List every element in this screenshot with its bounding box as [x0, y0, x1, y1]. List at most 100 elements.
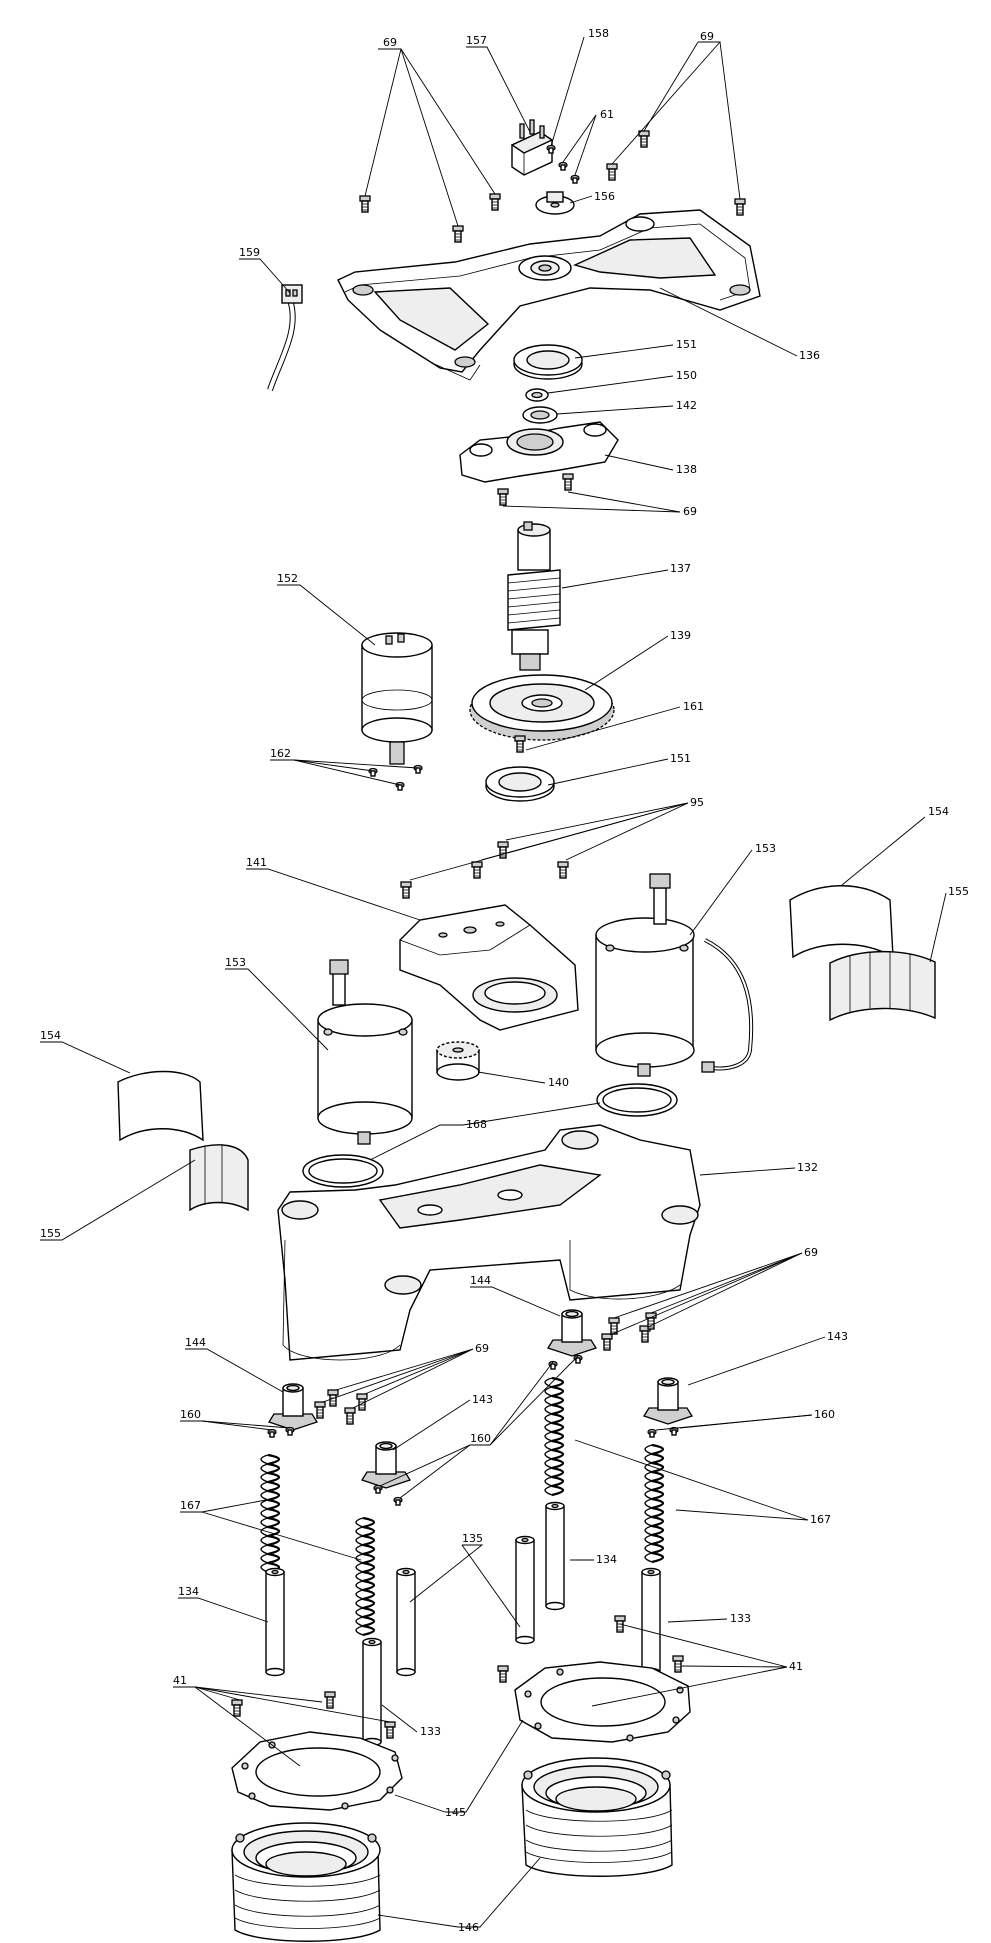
- spring-167-3: [544, 1376, 565, 1497]
- screw-69-6: [734, 198, 746, 216]
- worm-137: [507, 521, 561, 671]
- bearing-151-upper: [513, 344, 583, 380]
- screw-162-3: [395, 781, 405, 791]
- screw-69-11: [344, 1407, 356, 1425]
- screw-95-1: [400, 881, 412, 899]
- screw-69-7: [497, 488, 509, 506]
- screw-95-2: [471, 861, 483, 879]
- bracket-138: [459, 421, 619, 483]
- rod-134-left: [265, 1567, 285, 1677]
- callout-134: 134: [596, 1553, 617, 1566]
- screw-41-7: [672, 1655, 684, 1673]
- callout-168: 168: [466, 1118, 487, 1131]
- screw-160-2: [285, 1426, 295, 1436]
- rod-133-left: [362, 1637, 382, 1747]
- screw-161: [514, 735, 526, 753]
- callout-135: 135: [462, 1532, 483, 1545]
- magnet-155-right: [829, 950, 936, 1022]
- callout-41: 41: [789, 1660, 803, 1673]
- frame-136: [337, 209, 761, 381]
- rod-134-right: [545, 1501, 565, 1611]
- flange-145-right: [514, 1661, 691, 1743]
- callout-155: 155: [948, 885, 969, 898]
- callout-155: 155: [40, 1227, 61, 1240]
- callout-159: 159: [239, 246, 260, 259]
- magnet-154-right: [789, 885, 894, 959]
- callout-150: 150: [676, 369, 697, 382]
- callout-134: 134: [178, 1585, 199, 1598]
- bearing-151-lower: [485, 766, 555, 802]
- callout-141: 141: [246, 856, 267, 869]
- screw-69-8: [562, 473, 574, 491]
- callout-156: 156: [594, 190, 615, 203]
- callout-167: 167: [810, 1513, 831, 1526]
- magnet-155-left: [189, 1144, 249, 1212]
- screw-160-4: [393, 1496, 403, 1506]
- screw-41-3: [384, 1721, 396, 1739]
- callout-160: 160: [180, 1408, 201, 1421]
- callout-146: 146: [458, 1921, 479, 1934]
- motor-153-right: [595, 873, 754, 1077]
- plate-156: [535, 191, 575, 215]
- screw-160-1: [267, 1428, 277, 1438]
- bellows-146-right: [521, 1757, 673, 1877]
- switch-157: [510, 119, 554, 176]
- gasket-168-left: [302, 1154, 384, 1188]
- callout-133: 133: [420, 1725, 441, 1738]
- callout-137: 137: [670, 562, 691, 575]
- callout-142: 142: [676, 399, 697, 412]
- screw-69-4: [606, 163, 618, 181]
- screw-61a: [558, 161, 568, 171]
- screw-162-1: [368, 767, 378, 777]
- callout-144: 144: [185, 1336, 206, 1349]
- rod-135-right: [515, 1535, 535, 1645]
- bushing-144-left: [268, 1383, 318, 1431]
- callout-153: 153: [225, 956, 246, 969]
- callout-143: 143: [472, 1393, 493, 1406]
- screw-69-9: [314, 1401, 326, 1419]
- gasket-168-right: [596, 1083, 678, 1117]
- screw-95-4: [557, 861, 569, 879]
- screw-69-1: [359, 195, 371, 213]
- washer-150: [525, 388, 549, 402]
- callout-69: 69: [804, 1246, 818, 1259]
- callout-154: 154: [928, 805, 949, 818]
- screw-69-13: [601, 1333, 613, 1351]
- motor-153-left: [317, 959, 413, 1145]
- callout-labels: 69 157 158 69 61 156 159 136 151 150 142…: [40, 27, 969, 1934]
- callout-158: 158: [588, 27, 609, 40]
- callout-95: 95: [690, 796, 704, 809]
- screw-41-1: [231, 1699, 243, 1717]
- spring-167-1: [260, 1453, 281, 1574]
- spring-167-4: [644, 1443, 665, 1564]
- callout-132: 132: [797, 1161, 818, 1174]
- callout-138: 138: [676, 463, 697, 476]
- screw-162-2: [413, 764, 423, 774]
- callout-157: 157: [466, 34, 487, 47]
- screw-69-2: [452, 225, 464, 243]
- magnet-154-left: [117, 1070, 204, 1142]
- bushing-143-left: [361, 1441, 411, 1489]
- callout-136: 136: [799, 349, 820, 362]
- bellows-146-left: [231, 1822, 381, 1942]
- callout-69: 69: [475, 1342, 489, 1355]
- callout-41: 41: [173, 1674, 187, 1687]
- ring-142: [522, 406, 558, 424]
- housing-141: [399, 904, 579, 1031]
- callout-69: 69: [683, 505, 697, 518]
- screw-69-5: [638, 130, 650, 148]
- callout-144: 144: [470, 1274, 491, 1287]
- callout-143: 143: [827, 1330, 848, 1343]
- spring-167-2: [355, 1516, 376, 1637]
- screw-69-16: [645, 1312, 657, 1330]
- bushing-144-right: [547, 1309, 597, 1357]
- gear-139: [469, 674, 615, 741]
- callout-145: 145: [445, 1806, 466, 1819]
- callout-152: 152: [277, 572, 298, 585]
- screw-69-3: [489, 193, 501, 211]
- callout-160: 160: [470, 1432, 491, 1445]
- callout-153: 153: [755, 842, 776, 855]
- callout-160: 160: [814, 1408, 835, 1421]
- screw-41-5: [497, 1665, 509, 1683]
- bushing-143-right: [643, 1377, 693, 1425]
